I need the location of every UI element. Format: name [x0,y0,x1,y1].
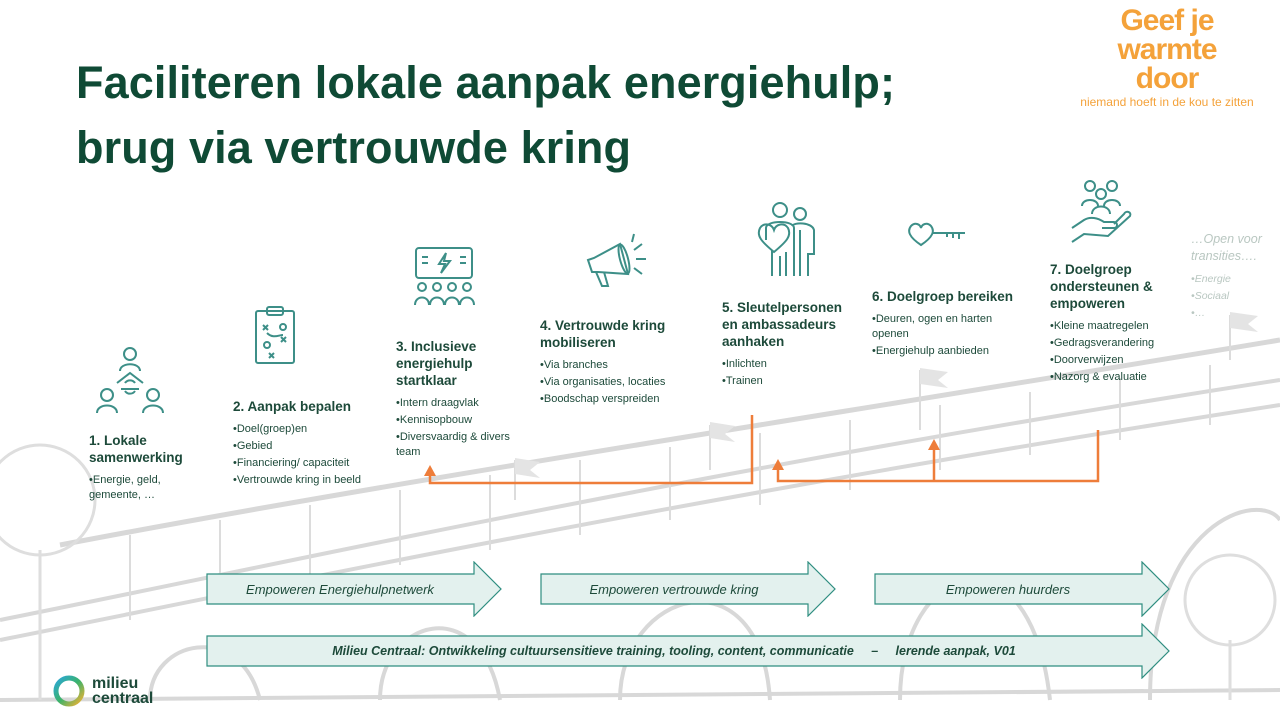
step-7-bullet: Doorverwijzen [1050,353,1175,368]
step-6-bullet: Deuren, ogen en harten openen [872,312,1022,342]
logo-line-2: warmte [1117,33,1217,66]
step-4-bullet: Boodschap verspreiden [540,392,700,407]
arrow-label: Empoweren Energiehulpnetwerk [246,581,434,597]
key-icon [908,222,965,247]
step-5-bullet: Inlichten [722,357,857,372]
hand-people-icon [1071,180,1132,243]
step-4-title: 4. Vertrouwde kring mobiliseren [540,318,666,350]
step-2-bullet: Doel(groep)en [233,422,368,437]
step-3-bullet: Diversvaardig & divers team [396,430,516,460]
step-transitions-bullet: Sociaal [1191,289,1279,304]
step-2-bullet: Gebied [233,439,368,454]
step-4: 4. Vertrouwde kring mobiliseren Via bran… [540,317,700,409]
step-2-bullet: Financiering/ capaciteit [233,456,368,471]
step-7-bullet: Kleine maatregelen [1050,319,1175,334]
arrow-empoweren-huurders: Empoweren huurders [874,561,1170,617]
milieu-centraal-ring-icon [53,675,85,707]
brand-line-1: milieu [92,675,139,692]
step-4-bullet: Via organisaties, locaties [540,375,700,390]
step-3-bullet: Kennisopbouw [396,413,516,428]
step-transitions-bullet: Energie [1191,272,1279,287]
arrow-label: Empoweren huurders [945,581,1071,597]
step-1: 1. Lokale samenwerking Energie, geld, ge… [89,432,209,505]
strategy-clipboard-icon [255,306,295,364]
arrow-milieu-centraal-development: Milieu Centraal: Ontwikkeling cultuursen… [206,623,1170,679]
step-6-title: 6. Doelgroep bereiken [872,289,1014,304]
step-3: 3. Inclusieve energiehulp startklaar Int… [396,338,516,462]
geef-je-warmte-door-logo: Geef je warmte door niemand hoeft in de … [1072,4,1262,110]
step-2: 2. Aanpak bepalen Doel(groep)en Gebied F… [233,398,368,490]
connector-arrowhead [928,439,940,450]
step-1-title: 1. Lokale samenwerking [89,433,183,465]
step-7-bullet: Gedragsverandering [1050,336,1175,351]
brand-line-2: centraal [92,690,154,707]
step-transitions: …Open voor transities…. Energie Sociaal … [1191,231,1279,323]
connector-arrowhead [772,459,784,470]
step-6: 6. Doelgroep bereiken Deuren, ogen en ha… [872,288,1022,361]
step-5: 5. Sleutelpersonen en ambassadeurs aanha… [722,299,857,391]
milieu-centraal-logo: milieu centraal [52,674,153,708]
step-7-bullet: Nazorg & evaluatie [1050,370,1175,385]
step-7: 7. Doelgroep ondersteunen & empoweren Kl… [1050,261,1175,387]
connector-7-to-5 [776,430,1100,483]
step-4-bullet: Via branches [540,358,700,373]
step-3-title: 3. Inclusieve energiehulp startklaar [396,339,477,388]
arrow-label: Empoweren vertrouwde kring [589,581,759,597]
connector-arrowhead [424,465,436,476]
page-title: Faciliteren lokale aanpak energiehulp; b… [76,50,895,181]
step-7-title: 7. Doelgroep ondersteunen & empoweren [1050,262,1153,311]
step-2-bullet: Vertrouwde kring in beeld [233,473,368,488]
step-3-bullet: Intern draagvlak [396,396,516,411]
step-transitions-title: …Open voor transities…. [1191,232,1262,263]
logo-line-1: Geef je [1120,4,1214,37]
ambassadors-heart-icon [757,202,815,276]
megaphone-icon [586,233,646,287]
step-2-title: 2. Aanpak bepalen [233,399,352,414]
arrow-label: Milieu Centraal: Ontwikkeling cultuursen… [332,644,1016,658]
step-5-bullet: Trainen [722,374,857,389]
team-cycle-icon [96,347,164,414]
training-screen-icon [414,247,475,306]
step-1-bullet: Energie, geld, gemeente, … [89,473,209,503]
arrow-empoweren-vertrouwde-kring: Empoweren vertrouwde kring [540,561,836,617]
arrow-empoweren-energiehulpnetwerk: Empoweren Energiehulpnetwerk [206,561,502,617]
logo-line-3: door [1135,62,1200,95]
step-transitions-bullet: … [1191,306,1279,321]
title-line-1: Faciliteren lokale aanpak energiehulp; [76,57,896,108]
logo-tagline: niemand hoeft in de kou te zitten [1080,95,1254,109]
step-5-title: 5. Sleutelpersonen en ambassadeurs aanha… [722,300,843,349]
step-6-bullet: Energiehulp aanbieden [872,344,1022,359]
title-line-2: brug via vertrouwde kring [76,122,632,174]
connector-5-to-3 [428,415,754,485]
